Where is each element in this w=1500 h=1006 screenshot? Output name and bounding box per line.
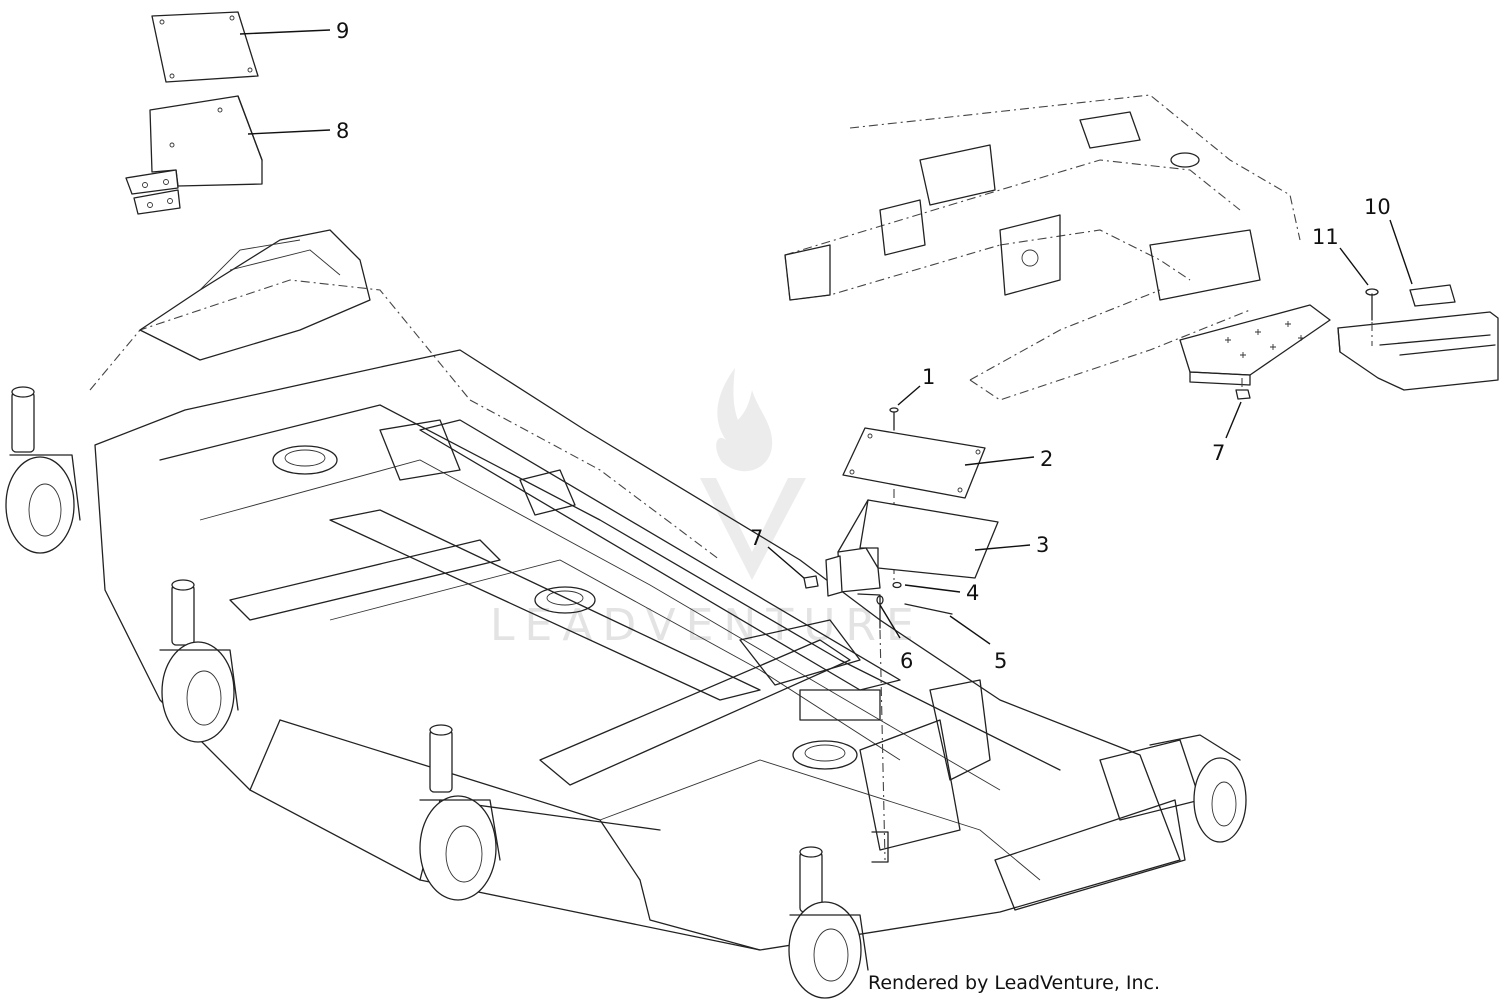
callout-8: 8 — [336, 119, 349, 143]
foot-platform — [1179, 304, 1331, 386]
callout-7-right: 7 — [1212, 441, 1225, 465]
part-1-bolt — [889, 407, 899, 580]
part-4-washer — [892, 581, 902, 589]
caster-wheel-right — [1149, 734, 1247, 843]
callout-11: 11 — [1312, 225, 1339, 249]
caster-wheel-left-rear — [5, 386, 81, 554]
part-7-nut-right — [1235, 378, 1251, 400]
part-9-plate — [151, 11, 259, 83]
tractor-frame-outline — [784, 94, 1301, 401]
callout-6: 6 — [900, 649, 913, 673]
part-5-pin — [904, 603, 953, 615]
part-2-plate — [842, 427, 986, 499]
callout-7-center: 7 — [750, 526, 763, 550]
watermark: LEADVENTURE — [490, 368, 924, 651]
mower-deck-assembly — [89, 229, 1201, 951]
watermark-text: LEADVENTURE — [490, 600, 924, 651]
callout-labels: 1 2 3 4 5 6 7 7 8 9 10 11 — [336, 19, 1391, 673]
part-7-nut-center — [803, 575, 819, 589]
callout-1: 1 — [922, 365, 935, 389]
callout-2: 2 — [1040, 447, 1053, 471]
caster-wheel-front — [788, 846, 869, 999]
part-3-bracket — [825, 499, 999, 597]
callout-3: 3 — [1036, 533, 1049, 557]
callout-5: 5 — [994, 649, 1007, 673]
callout-leaders — [239, 29, 1413, 645]
part-10-pad — [1337, 284, 1499, 391]
callout-4: 4 — [966, 581, 979, 605]
mount-bracket — [857, 593, 889, 863]
part-11-bolt — [1365, 288, 1379, 346]
caster-wheel-center — [419, 724, 501, 901]
callout-10: 10 — [1364, 195, 1391, 219]
caster-wheel-left-mid — [159, 579, 239, 743]
rendered-by-credit: Rendered by LeadVenture, Inc. — [868, 972, 1161, 994]
part-8-bracket — [125, 95, 263, 215]
callout-9: 9 — [336, 19, 349, 43]
